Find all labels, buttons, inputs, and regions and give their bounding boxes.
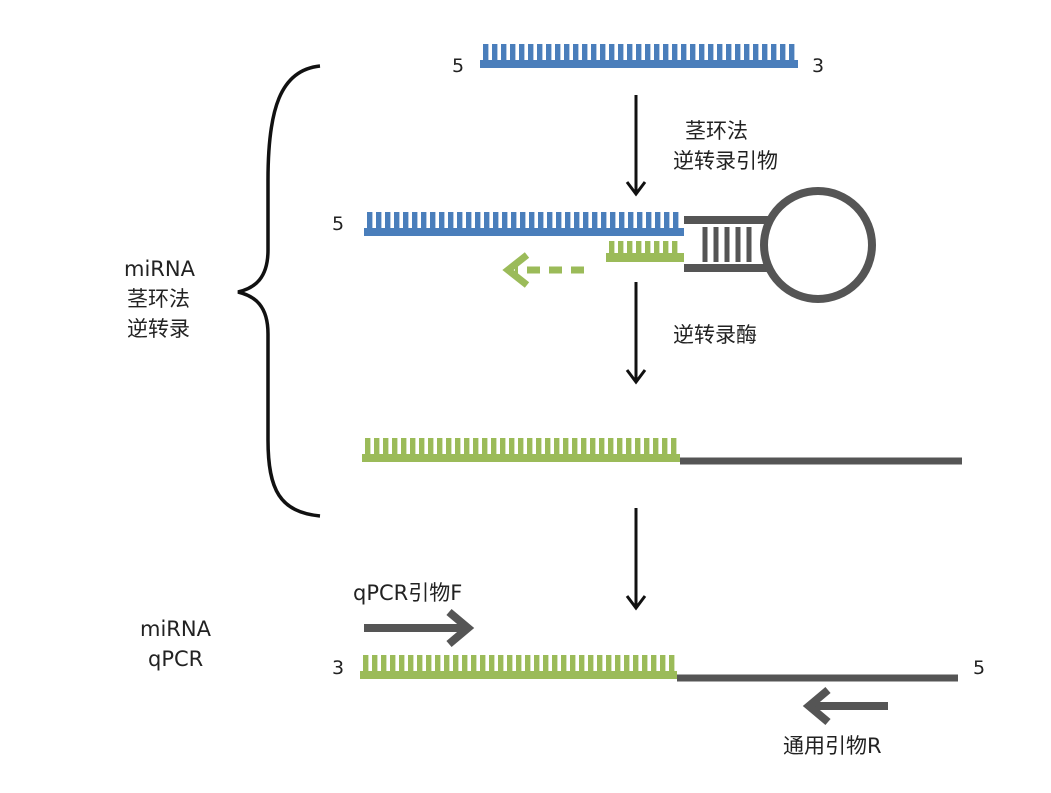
forward-primer-arrow-head [446, 608, 475, 648]
bottom-5-label: 5 [973, 657, 985, 679]
mid-5-label: 5 [332, 213, 344, 235]
qpcr-template-strand [360, 655, 677, 679]
step-arrow-2-head [625, 369, 647, 385]
top-3-label: 3 [812, 55, 824, 77]
forward-primer-label: qPCR引物F [353, 581, 462, 605]
brace-rt-group [237, 64, 321, 518]
rt-label-line1: miRNA [124, 257, 196, 281]
reverse-primer-arrow-head [802, 686, 831, 726]
primer-label-line1: 茎环法 [685, 119, 748, 143]
enzyme-label: 逆转录酶 [673, 323, 757, 347]
step-arrow-1-head [625, 181, 647, 197]
cdna-strand [362, 438, 680, 462]
stem-loop-primer [684, 187, 876, 303]
mirna-strand-annealed [364, 212, 684, 236]
reverse-primer-label: 通用引物R [783, 734, 882, 758]
qpcr-label-line1: miRNA [140, 617, 212, 641]
primer-green-segment [606, 241, 684, 262]
rt-label-line2: 茎环法 [127, 287, 190, 311]
step-arrow-3-head [625, 595, 647, 611]
mirna-strand-top [480, 44, 798, 68]
primer-label-line2: 逆转录引物 [673, 149, 778, 173]
bottom-3-label: 3 [332, 657, 344, 679]
extension-arrow [502, 252, 584, 288]
rt-label-line3: 逆转录 [127, 317, 190, 341]
top-5-label: 5 [452, 55, 464, 77]
qpcr-label-line2: qPCR [148, 647, 203, 671]
